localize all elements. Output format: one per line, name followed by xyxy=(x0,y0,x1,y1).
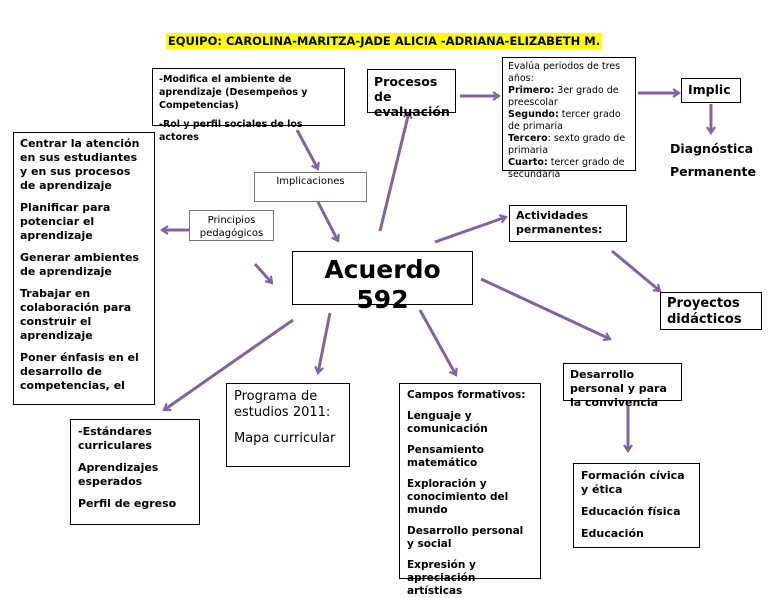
diagnostica-item: Permanente xyxy=(670,164,756,179)
actividades-box: Actividades permanentes: xyxy=(509,205,627,242)
evalua-row: Tercero: sexto grado de primaria xyxy=(508,133,630,157)
principio-item: Planificar para potenciar el aprendizaje xyxy=(20,201,111,242)
campos-heading: Campos formativos: xyxy=(407,389,526,401)
estandares-item: Aprendizajes esperados xyxy=(78,461,159,488)
estandares-box: -Estándares curriculares Aprendizajes es… xyxy=(70,419,200,525)
principio-item: Poner énfasis en el desarrollo de compet… xyxy=(20,351,139,392)
arrow-center-campos xyxy=(418,309,458,377)
evalua-row: Cuarto: tercer grado de secundaria xyxy=(508,157,630,181)
arrow-center-procesos xyxy=(378,110,413,232)
spacer xyxy=(78,489,192,497)
evalua-row-label: Primero: xyxy=(508,85,555,96)
title-container: EQUIPO: CAROLINA-MARITZA-JADE ALICIA -AD… xyxy=(0,30,768,49)
evalua-row-text: : sexto grado de primaria xyxy=(508,133,626,156)
evalua-row-text: 3er grado de preescolar xyxy=(508,85,619,108)
evalua-row-label: Cuarto: xyxy=(508,157,548,168)
proyectos-box: Proyectos didácticos xyxy=(660,292,762,330)
spacer xyxy=(407,517,533,525)
principio-item: Trabajar en colaboración para construir … xyxy=(20,287,132,342)
spacer xyxy=(407,551,533,559)
diagnostica-box: Diagnóstica Permanente xyxy=(664,137,756,209)
principio-item: Centrar la atención en sus estudiantes y… xyxy=(20,137,140,192)
spacer xyxy=(407,470,533,478)
principios-box: Principios pedagógicos xyxy=(189,210,274,241)
proyectos-label: Proyectos didácticos xyxy=(667,296,742,327)
desarrollo-box: Desarrollo personal y para la convivenci… xyxy=(563,363,682,409)
page-title: EQUIPO: CAROLINA-MARITZA-JADE ALICIA -AD… xyxy=(165,33,603,49)
spacer xyxy=(581,519,692,527)
arrow-center-desarrollo xyxy=(480,277,612,342)
evalua-box: Evalúa periodos de tres años: Primero: 3… xyxy=(502,57,636,180)
formacion-item: Educación xyxy=(581,527,644,540)
arrow-center-estandares xyxy=(162,318,294,412)
formacion-item: Formación cívica y ética xyxy=(581,469,685,496)
campos-item: Desarrollo personal y social xyxy=(407,525,524,550)
spacer xyxy=(20,343,148,351)
formacion-box: Formación cívica y ética Educación físic… xyxy=(573,463,700,548)
principios-label: Principios pedagógicos xyxy=(199,215,264,239)
programa-line2: Mapa curricular xyxy=(234,431,336,446)
spacer xyxy=(20,243,148,251)
evalua-row-label: Tercero xyxy=(508,133,548,144)
campos-box: Campos formativos: Lenguaje y comunicaci… xyxy=(399,383,541,597)
spacer xyxy=(78,453,192,461)
arrow-center-actividades xyxy=(434,214,508,244)
spacer xyxy=(20,193,148,201)
evalua-row: Primero: 3er grado de preescolar xyxy=(508,85,630,109)
campos-item: Expresión y apreciación artísticas xyxy=(407,559,476,597)
procesos-label: Procesos de evaluación xyxy=(374,74,450,119)
diagnostica-item: Diagnóstica xyxy=(670,141,754,156)
arrow-implicaciones-center xyxy=(316,201,340,243)
spacer xyxy=(581,497,692,505)
evalua-row: Segundo: tercer grado de primaria xyxy=(508,109,630,133)
procesos-box: Procesos de evaluación xyxy=(367,69,456,119)
estandares-item: Perfil de egreso xyxy=(78,497,177,510)
estandares-item: -Estándares curriculares xyxy=(78,425,152,452)
arrow-center-programa xyxy=(314,312,332,375)
desarrollo-label: Desarrollo personal y para la convivenci… xyxy=(570,368,667,409)
evalua-row-text: tercer grado de primaria xyxy=(508,109,621,132)
campos-item: Pensamiento matemático xyxy=(407,444,484,469)
principios-list-box: Centrar la atención en sus estudiantes y… xyxy=(13,132,155,405)
implicaciones-box: Implicaciones xyxy=(254,172,367,202)
modifica-line2: -Rol y perfil sociales de los actores xyxy=(159,119,303,143)
center-label: Acuerdo 592 xyxy=(324,255,441,314)
spacer xyxy=(407,436,533,444)
implic-box: Implic xyxy=(681,78,741,103)
arrow-principios-center xyxy=(253,262,274,285)
actividades-label: Actividades permanentes: xyxy=(516,209,603,236)
principio-item: Generar ambientes de aprendizaje xyxy=(20,251,139,278)
arrow-actividades-proyectos xyxy=(611,249,662,293)
campos-item: Lenguaje y comunicación xyxy=(407,410,488,435)
programa-line1: Programa de estudios 2011: xyxy=(234,389,331,420)
formacion-item: Educación física xyxy=(581,505,681,518)
modifica-box: -Modifica el ambiente de aprendizaje (De… xyxy=(152,68,345,143)
implic-label: Implic xyxy=(688,82,731,97)
evalua-row-text: tercer grado de secundaria xyxy=(508,157,625,180)
implicaciones-label: Implicaciones xyxy=(276,176,345,187)
arrow-modifica-implicaciones xyxy=(295,129,320,171)
center-node: Acuerdo 592 xyxy=(292,251,473,314)
programa-box: Programa de estudios 2011: Mapa curricul… xyxy=(226,383,350,467)
spacer xyxy=(20,279,148,287)
spacer xyxy=(407,402,533,410)
campos-item: Exploración y conocimiento del mundo xyxy=(407,478,509,516)
modifica-line1: -Modifica el ambiente de aprendizaje (De… xyxy=(159,74,308,111)
evalua-intro: Evalúa periodos de tres años: xyxy=(508,61,621,84)
evalua-row-label: Segundo: xyxy=(508,109,559,120)
